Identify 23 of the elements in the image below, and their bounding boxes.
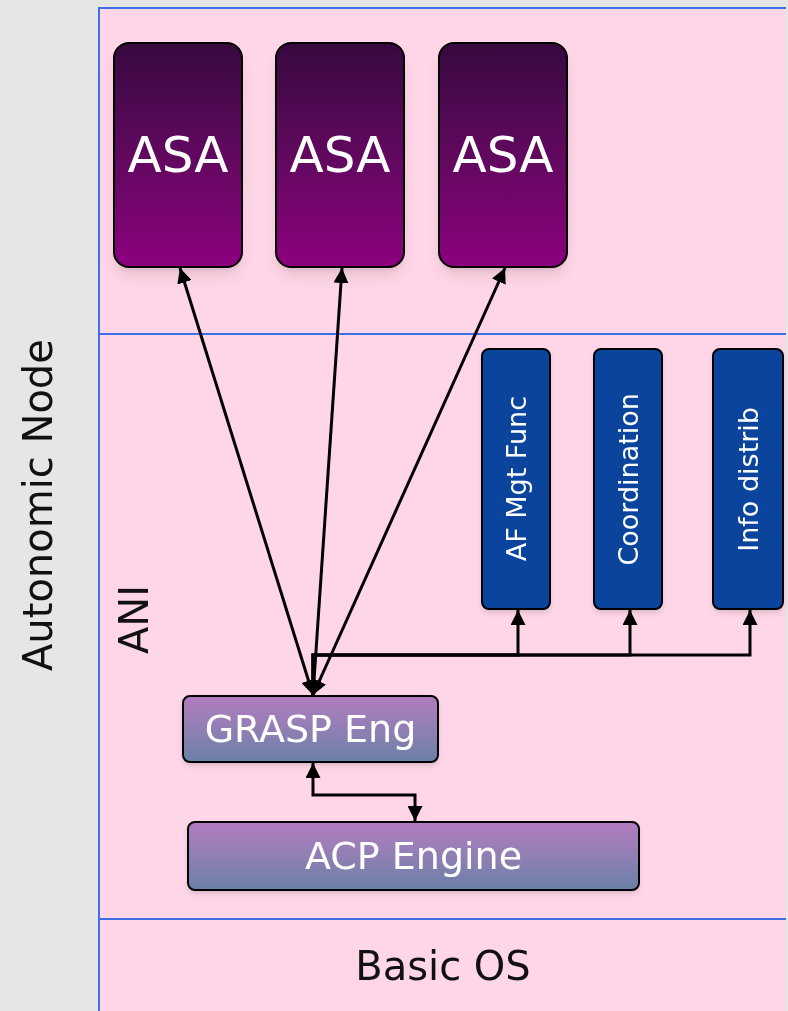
layer-label: ANI — [114, 585, 154, 655]
layer-band — [98, 920, 786, 1011]
function-box — [593, 348, 663, 610]
engine-box — [182, 695, 439, 763]
layer-band — [98, 7, 786, 335]
engine-label: ACP Engine — [304, 837, 523, 875]
layer-band — [98, 335, 786, 920]
side-label: Autonomic Node — [18, 338, 58, 673]
agent-box — [275, 42, 405, 268]
function-box — [481, 348, 551, 610]
function-label: AF Mgt Func — [502, 396, 530, 562]
agent-box — [113, 42, 243, 268]
agent-label: ASA — [452, 130, 554, 180]
engine-label: GRASP Eng — [204, 710, 417, 748]
function-label: Info distrib — [734, 406, 762, 552]
agent-box — [438, 42, 568, 268]
arrow — [305, 763, 423, 821]
function-box — [712, 348, 784, 610]
engine-box — [187, 821, 640, 891]
agent-label: ASA — [289, 130, 391, 180]
function-label: Coordination — [614, 392, 642, 566]
layer-label: Basic OS — [355, 945, 531, 986]
agent-label: ASA — [127, 130, 229, 180]
